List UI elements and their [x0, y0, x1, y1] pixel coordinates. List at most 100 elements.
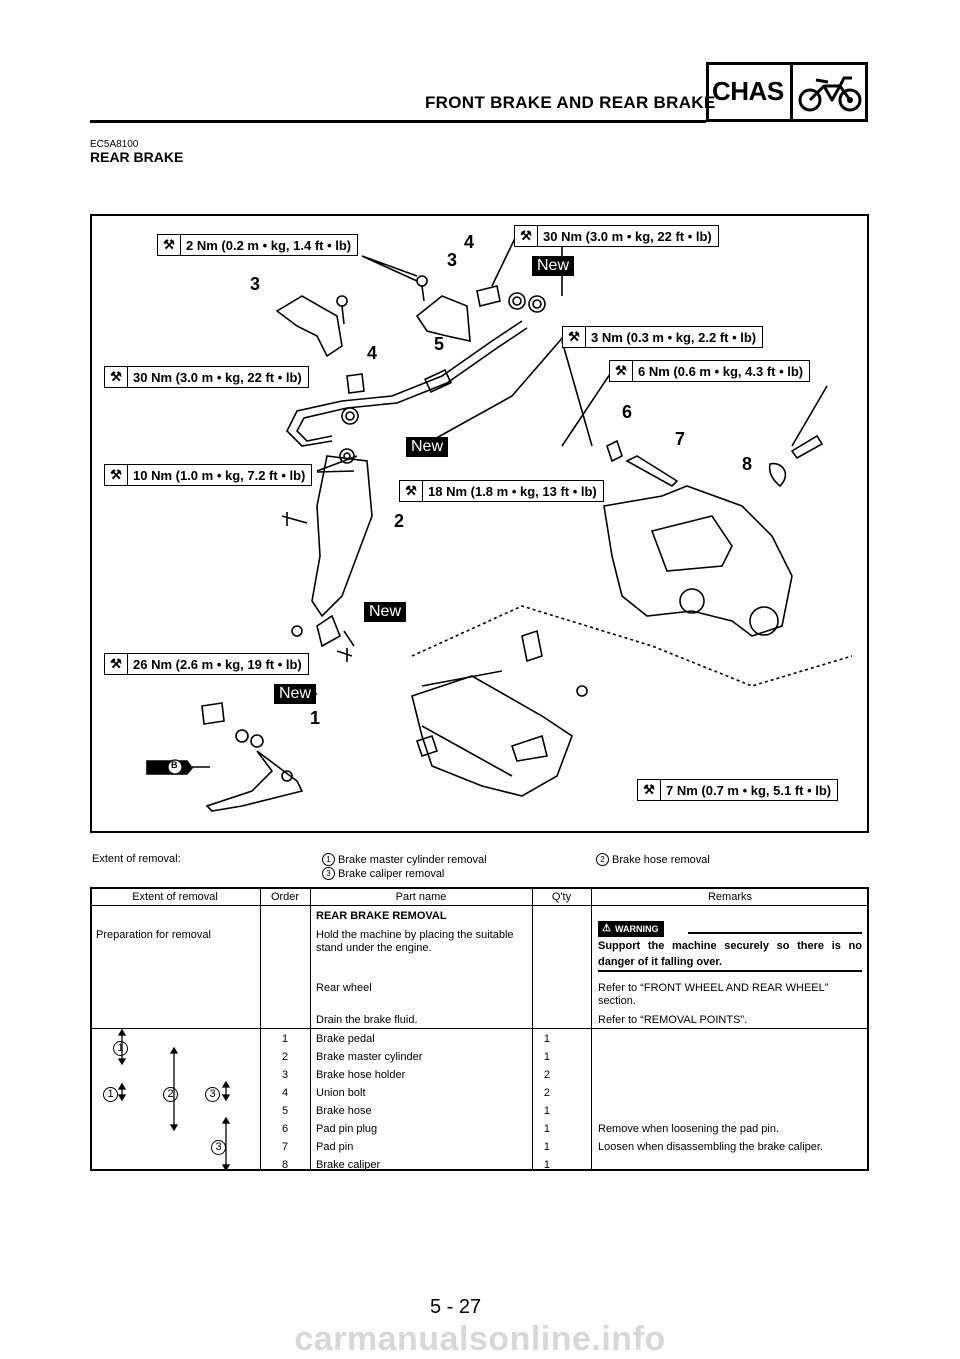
row-qty: 1	[543, 1123, 550, 1135]
torque-label: ⚒10 Nm (1.0 m • kg, 7.2 ft • lb)	[104, 464, 313, 486]
row-part: Brake caliper	[316, 1159, 381, 1171]
chapter-tag-divider	[790, 62, 793, 122]
header-rule	[90, 120, 706, 123]
row-order: 6	[281, 1123, 289, 1135]
torque-wrench-icon: ⚒	[638, 780, 661, 800]
page-number: 5 - 27	[430, 1296, 482, 1318]
brake-parts-illustration	[146, 233, 853, 812]
removal-table-frame	[90, 887, 869, 1171]
extent-marker: 1	[103, 1084, 121, 1102]
row-qty: 1	[543, 1033, 550, 1045]
row-qty: 1	[543, 1105, 550, 1117]
callout-number: 4	[464, 232, 475, 252]
row-order: 1	[281, 1033, 289, 1045]
col-rule	[591, 887, 592, 1171]
doc-code: EC5A8100	[90, 139, 139, 150]
row-order: 3	[281, 1069, 289, 1081]
warning-badge: ⚠WARNING	[598, 918, 665, 937]
section-title: FRONT BRAKE AND REAR BRAKE	[425, 93, 716, 112]
new-part-tag: New	[406, 437, 449, 457]
prep-step: Hold the machine by placing the suitable…	[316, 929, 514, 954]
row-remarks: Remove when loosening the pad pin.	[598, 1123, 780, 1135]
row-part: Brake master cylinder	[316, 1051, 423, 1063]
extent-arrows	[117, 1028, 231, 1170]
exploded-diagram: ⚒2 Nm (0.2 m • kg, 1.4 ft • lb) ⚒30 Nm (…	[90, 214, 869, 833]
callout-number: 3	[250, 274, 261, 294]
warning-rule	[688, 932, 862, 934]
row-order: 5	[281, 1105, 289, 1117]
torque-label: ⚒2 Nm (0.2 m • kg, 1.4 ft • lb)	[157, 234, 359, 256]
callout-number: 7	[675, 429, 686, 449]
row-qty: 1	[543, 1051, 550, 1063]
warning-text: Support the machine securely so there is…	[598, 940, 862, 968]
extent-marker: 1	[113, 1038, 131, 1056]
extent-marker: 2	[163, 1084, 181, 1102]
row-remarks: Loosen when disassembling the brake cali…	[598, 1141, 824, 1153]
table-section-heading: REAR BRAKE REMOVAL	[316, 910, 447, 922]
row-qty: 1	[543, 1141, 550, 1153]
col-header: Part name	[395, 891, 447, 903]
col-header: Order	[270, 891, 300, 903]
chapter-tag-box	[706, 62, 868, 122]
prep-label: Preparation for removal	[96, 929, 211, 941]
row-order: 2	[281, 1051, 289, 1063]
torque-label: ⚒30 Nm (3.0 m • kg, 22 ft • lb)	[514, 225, 719, 247]
torque-wrench-icon: ⚒	[563, 327, 586, 347]
row-part: Brake pedal	[316, 1033, 375, 1045]
callout-number: 5	[434, 334, 445, 354]
extent-marker: 3	[205, 1084, 223, 1102]
warning-icon: ⚠	[602, 923, 611, 934]
torque-wrench-icon: ⚒	[515, 226, 538, 246]
row-order: 4	[281, 1087, 289, 1099]
torque-label: ⚒30 Nm (3.0 m • kg, 22 ft • lb)	[104, 366, 309, 388]
extent-marker: 3	[211, 1137, 229, 1155]
table-header-rule	[90, 905, 869, 906]
row-part: Pad pin	[316, 1141, 354, 1153]
row-qty: 1	[543, 1159, 550, 1171]
chapter-tag: CHAS	[712, 76, 784, 106]
callout-number: 4	[367, 343, 378, 363]
extent-label: Extent of removal:	[92, 853, 181, 865]
torque-wrench-icon: ⚒	[105, 367, 128, 387]
torque-wrench-icon: ⚒	[105, 465, 128, 485]
torque-label: ⚒6 Nm (0.6 m • kg, 4.3 ft • lb)	[609, 360, 811, 382]
warning-rule	[598, 970, 862, 972]
col-rule	[260, 887, 261, 1171]
callout-number: 2	[394, 511, 405, 531]
new-part-tag: New	[532, 256, 575, 276]
torque-wrench-icon: ⚒	[610, 361, 633, 381]
row-part: Brake hose	[316, 1105, 372, 1117]
callout-number: 3	[447, 250, 458, 270]
col-rule	[532, 887, 533, 1171]
torque-wrench-icon: ⚒	[158, 235, 181, 255]
motorcycle-icon	[798, 76, 862, 112]
watermark: carmanualsonline.info	[294, 1320, 666, 1358]
torque-label: ⚒3 Nm (0.3 m • kg, 2.2 ft • lb)	[562, 326, 764, 348]
grease-label: B	[171, 760, 178, 770]
new-part-tag: New	[364, 602, 407, 622]
row-order: 8	[281, 1159, 289, 1171]
col-header: Remarks	[707, 891, 752, 903]
table-section-rule	[90, 1028, 869, 1029]
row-part: Pad pin plug	[316, 1123, 378, 1135]
new-part-tag: New	[274, 684, 317, 704]
torque-wrench-icon: ⚒	[105, 654, 128, 674]
prep-step: Rear wheel	[316, 982, 372, 994]
col-header: Extent of removal	[132, 891, 218, 903]
prep-step: Drain the brake fluid.	[316, 1014, 418, 1026]
torque-label: ⚒7 Nm (0.7 m • kg, 5.1 ft • lb)	[637, 779, 839, 801]
heading: REAR BRAKE	[90, 149, 184, 165]
row-order: 7	[281, 1141, 289, 1153]
row-part: Brake hose holder	[316, 1069, 406, 1081]
row-qty: 2	[543, 1087, 550, 1099]
prep-remarks: Refer to “REMOVAL POINTS”.	[598, 1014, 748, 1026]
prep-remarks: Refer to “FRONT WHEEL AND REAR WHEEL” se…	[598, 982, 829, 1007]
row-qty: 2	[543, 1069, 550, 1081]
callout-number: 1	[310, 708, 321, 728]
callout-number: 6	[622, 402, 633, 422]
torque-label: ⚒26 Nm (2.6 m • kg, 19 ft • lb)	[104, 653, 309, 675]
col-rule	[310, 887, 311, 1171]
